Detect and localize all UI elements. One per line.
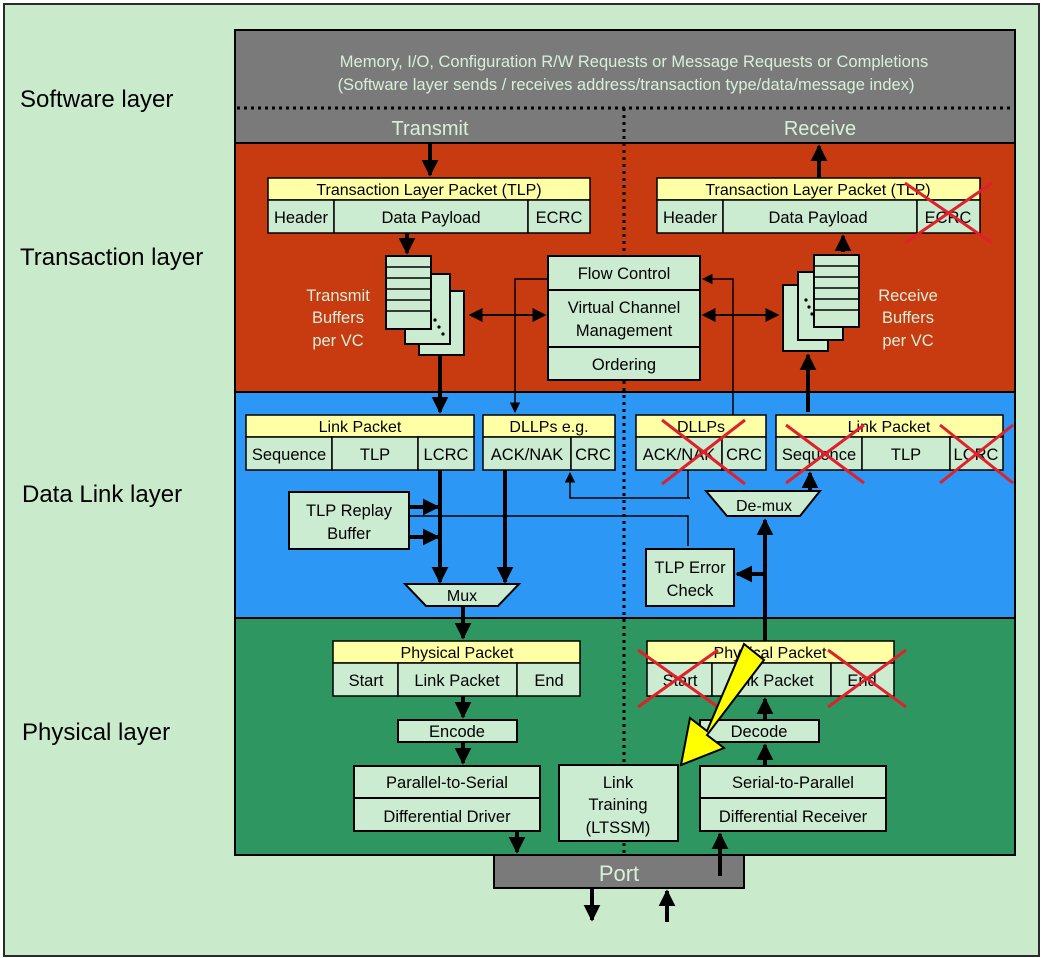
rx-buffers-label-1: Receive (878, 287, 938, 305)
rx-crc: CRC (726, 446, 762, 464)
rx-tlp-title: Transaction Layer Packet (TLP) (705, 182, 930, 199)
tx-buffers-label-1: Transmit (306, 287, 370, 305)
rx-buffers-stack (782, 254, 860, 352)
tx-sequence: Sequence (252, 446, 326, 464)
transaction-layer-label: Transaction layer (20, 244, 204, 271)
rx-tlp-header: Header (663, 209, 718, 227)
physical-layer-label: Physical layer (22, 719, 171, 746)
receive-label: Receive (784, 118, 856, 140)
s2p-label: Serial-to-Parallel (732, 774, 854, 792)
tx-dllp: DLLPs e.g. ACK/NAK CRC (482, 414, 616, 471)
rx-tlp-packet: Transaction Layer Packet (TLP) Header Da… (656, 177, 981, 234)
highlight-arrow (679, 642, 766, 767)
rx-physical-packet: Physical Packet Start Link Packet End (646, 640, 895, 697)
tx-tlp-payload: Data Payload (381, 209, 480, 227)
port-label: Port (599, 861, 639, 886)
rx-phys-title: Physical Packet (714, 645, 827, 662)
software-line2: (Software layer sends / receives address… (338, 76, 915, 94)
software-line1: Memory, I/O, Configuration R/W Requests … (340, 53, 928, 71)
rx-link-packet-cross (785, 423, 1014, 485)
tx-link-packet: Link Packet Sequence TLP LCRC (245, 414, 475, 471)
vc-label-2: Management (576, 322, 673, 340)
tx-dllps-title: DLLPs e.g. (509, 419, 588, 436)
rx-buffers-label-3: per VC (882, 332, 933, 350)
software-layer-label: Software layer (20, 86, 174, 113)
rx-link-packet-title: Link Packet (848, 419, 931, 436)
link-training-box: Link Training (LTSSM) (558, 764, 679, 842)
transmit-label: Transmit (391, 118, 468, 140)
tx-link-packet-title: Link Packet (319, 419, 402, 436)
tx-tlp-title: Transaction Layer Packet (TLP) (316, 182, 541, 199)
tlp-replay-buffer: TLP Replay Buffer (288, 491, 410, 550)
tx-phys-link-packet: Link Packet (414, 672, 500, 690)
tx-crc: CRC (575, 446, 611, 464)
demux-label: De-mux (736, 498, 792, 515)
rx-tlp: TLP (891, 446, 921, 464)
flow-control-label: Flow Control (578, 265, 671, 283)
mux: Mux (402, 583, 522, 607)
rx-sequence: Sequence (782, 446, 856, 464)
port-box: Port (493, 854, 745, 889)
replay-label-1: TLP Replay (306, 502, 393, 520)
rx-physical-packet-cross (637, 648, 907, 709)
err-label-1: TLP Error (654, 559, 726, 577)
replay-label-2: Buffer (327, 525, 371, 543)
diff-receiver-label: Differential Receiver (719, 808, 868, 826)
tx-start: Start (349, 672, 384, 690)
rx-ack-nak: ACK/NAK (643, 446, 715, 464)
tx-end: End (534, 672, 563, 690)
tx-serializer-block: Parallel-to-Serial Differential Driver (353, 765, 541, 832)
tx-lcrc: LCRC (424, 446, 469, 464)
mux-label: Mux (447, 588, 477, 605)
rx-ecrc-cross (904, 181, 993, 245)
tx-physical-packet: Physical Packet Start Link Packet End (332, 640, 581, 697)
encode-label: Encode (429, 723, 485, 741)
vc-label-1: Virtual Channel (568, 299, 681, 317)
tlp-error-check: TLP Error Check (645, 548, 735, 607)
control-lines (410, 273, 734, 546)
decode-label: Decode (731, 723, 788, 741)
tx-buffers-label-3: per VC (312, 332, 363, 350)
tx-tlp-ecrc: ECRC (536, 209, 583, 227)
diff-driver-label: Differential Driver (383, 808, 511, 826)
rx-dllp: DLLPs ACK/NAK CRC (635, 414, 767, 471)
demux: De-mux (703, 490, 823, 517)
rx-tlp-payload: Data Payload (768, 209, 867, 227)
tx-buffers-label-2: Buffers (312, 309, 364, 327)
tx-tlp-packet: Transaction Layer Packet (TLP) Header Da… (267, 177, 591, 234)
ordering-label: Ordering (592, 356, 656, 374)
p2s-label: Parallel-to-Serial (386, 774, 508, 792)
lt-label-2: Training (589, 796, 648, 814)
rx-dllp-cross (661, 418, 746, 486)
decode-box: Decode (699, 719, 820, 743)
tx-tlp-header: Header (274, 209, 329, 227)
datalink-layer-label: Data Link layer (22, 481, 183, 508)
tx-phys-title: Physical Packet (401, 645, 514, 662)
rx-dllps-title: DLLPs (677, 419, 725, 436)
encode-box: Encode (397, 719, 518, 743)
err-label-2: Check (667, 582, 715, 600)
tx-buffers-stack (385, 255, 465, 356)
vc-management-block: Flow Control Virtual Channel Management … (547, 255, 701, 381)
lt-label-1: Link (603, 774, 634, 792)
rx-buffers-label-2: Buffers (882, 309, 934, 327)
tx-ack-nak: ACK/NAK (491, 446, 563, 464)
lt-label-3: (LTSSM) (586, 819, 651, 837)
rx-deserializer-block: Serial-to-Parallel Differential Receiver (699, 765, 887, 832)
tx-tlp: TLP (360, 446, 390, 464)
data-flow-arrows (398, 143, 852, 922)
